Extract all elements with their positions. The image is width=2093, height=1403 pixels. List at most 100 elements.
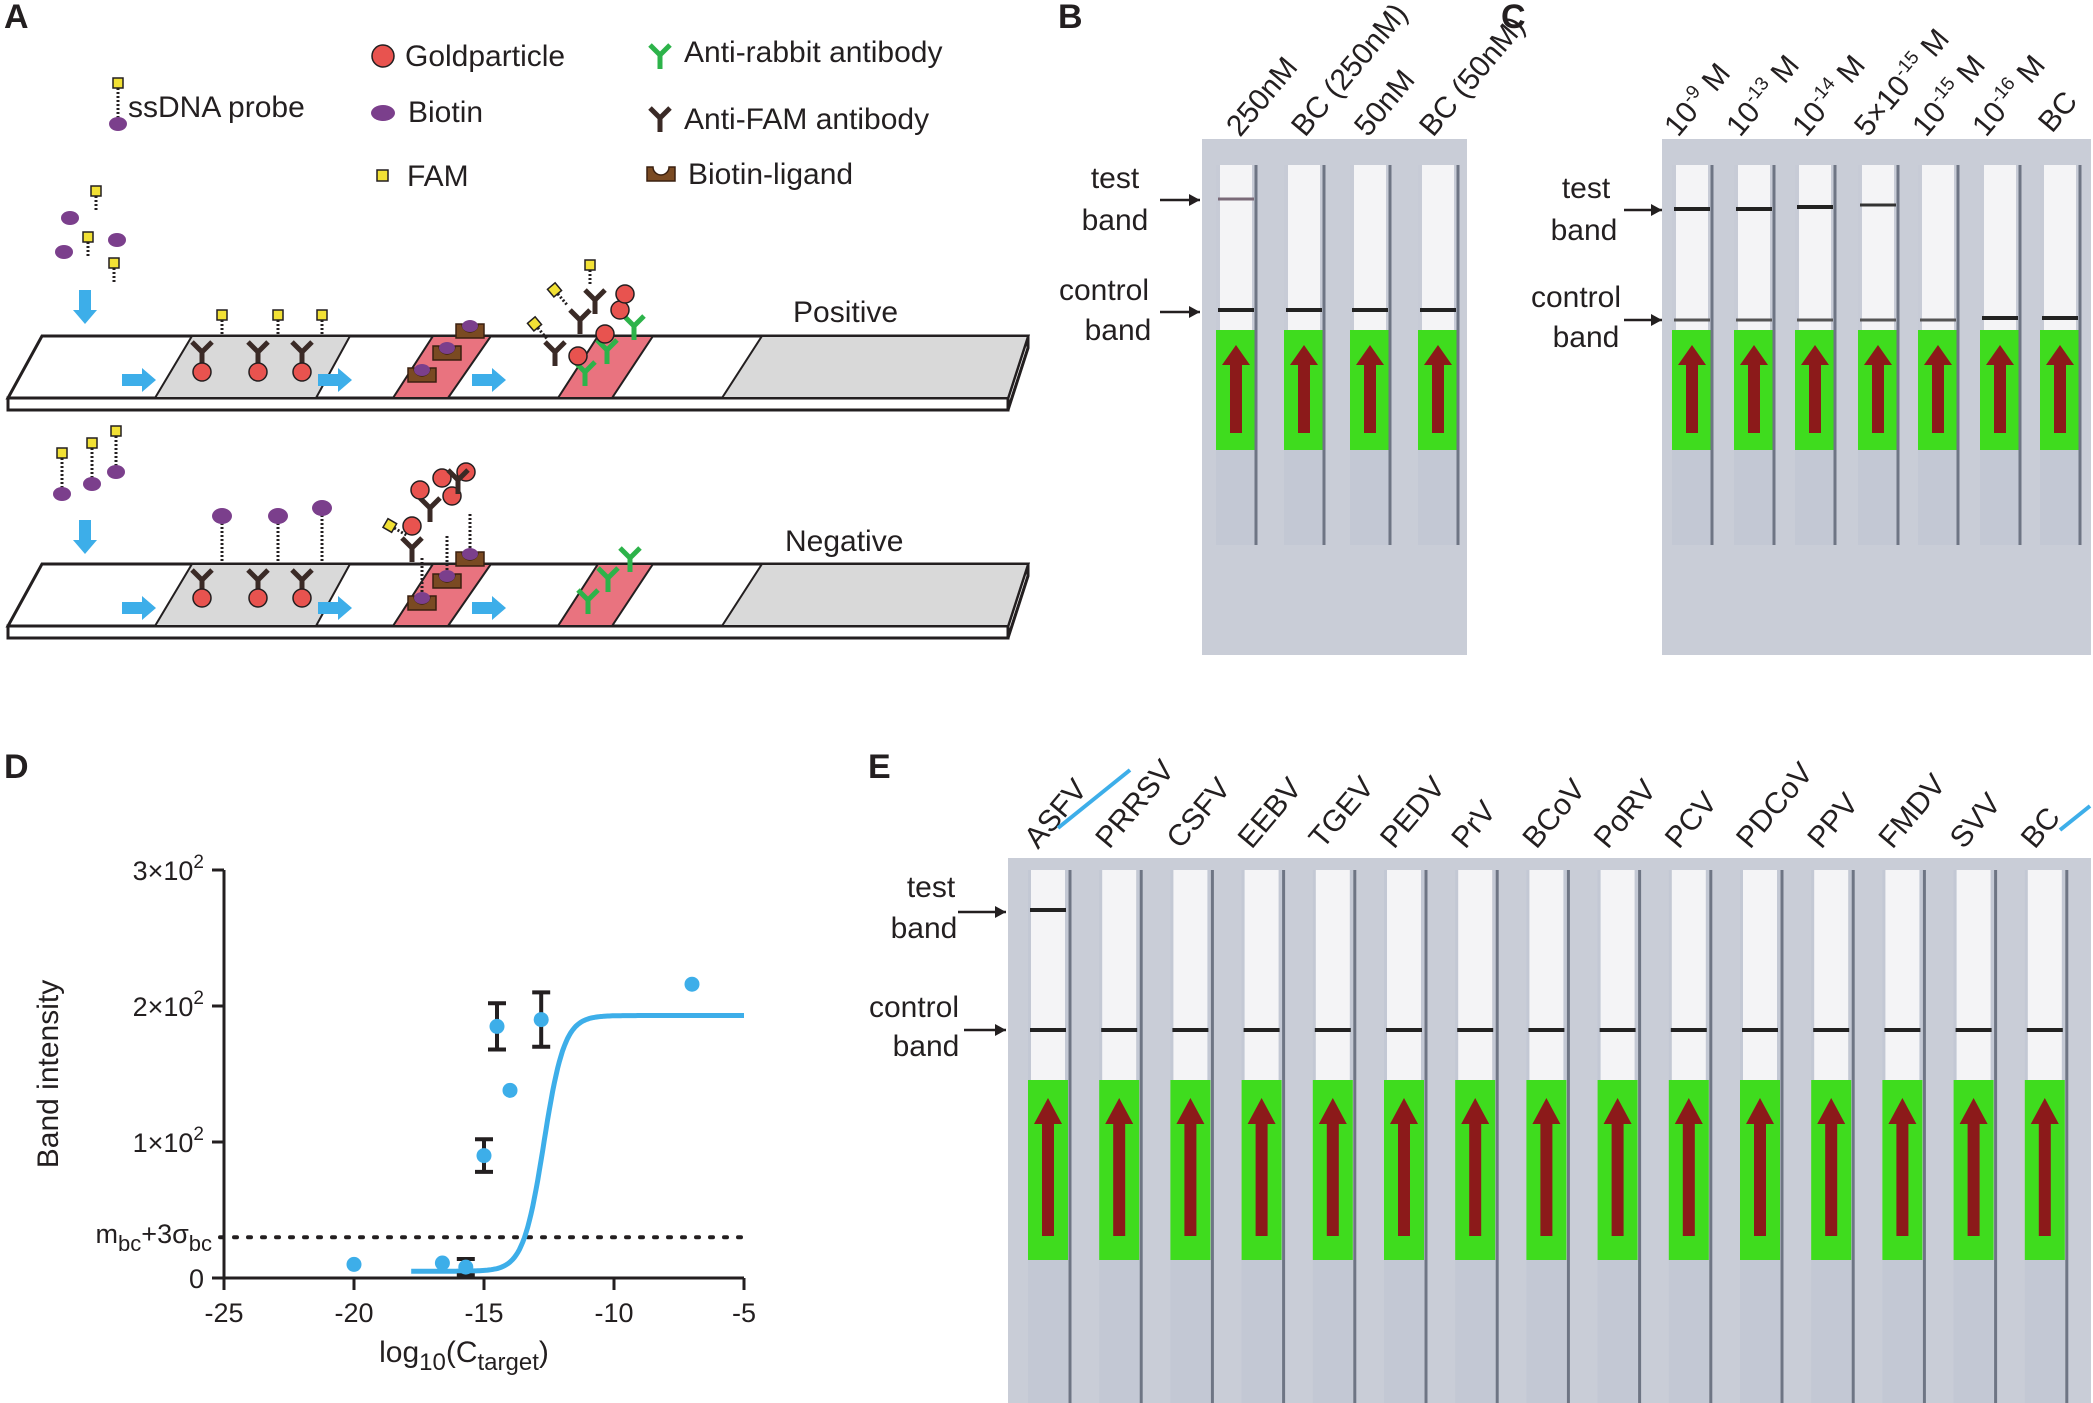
test-strip [1384,870,1428,1403]
fit-curve [411,1013,744,1274]
fam-icon [376,169,389,182]
negative-label: Negative [785,525,903,558]
x-tick-label: -5 [732,1298,756,1328]
data-point [502,1082,518,1098]
data-point [346,1256,362,1272]
test-strip [1597,870,1642,1403]
data-point [684,976,700,992]
x-tick-label: -15 [464,1298,503,1328]
test-strip [2024,870,2069,1403]
test-band-label: band [1551,214,1618,247]
panel-a-legend: ssDNA probe Goldparticle Biotin FAM Anti… [107,36,943,193]
control-band-label: band [1085,314,1152,347]
lane-label: PEDV [1374,771,1452,855]
control-band-label: band [1553,321,1620,354]
panel-c: C 10-9 M 10-13 M 10-14 M 5×10-15 M 10-15… [1501,0,2091,655]
test-strip [1526,870,1570,1403]
anti-fam-antibody-icon [650,108,670,132]
panel-e-strips [1028,870,2069,1403]
legend-biotin-ligand-label: Biotin-ligand [688,158,853,191]
lane-label: ASFV [1018,773,1094,854]
lane-label: SVV [1944,787,2008,854]
negative-strip: Negative [5,424,1031,640]
asfv-separator-line [1056,768,1132,830]
test-strip [1668,870,1713,1403]
y-tick-label: 3×102 [133,852,204,886]
data-point [533,1012,549,1028]
lane-label: BC [2015,801,2067,854]
lane-label: PoRV [1588,774,1663,855]
anti-rabbit-antibody-icon [650,45,670,69]
panel-label-c: C [1501,0,1526,36]
test-band-label: test [1562,172,1611,205]
test-band-label: test [907,871,956,904]
test-strip [1312,870,1357,1403]
lane-label: BCoV [1516,773,1592,854]
ssdna-probe-icon [107,76,129,133]
test-strip [1028,870,1072,1403]
test-strip [1882,870,1926,1403]
lane-label: PPV [1801,787,1865,854]
y-axis-label: Band intensity [32,980,65,1168]
lane-label: 250nM [1220,51,1304,142]
legend-ssdna-probe-label: ssDNA probe [128,91,305,124]
panel-label-e: E [868,748,891,786]
test-band-label: band [891,912,958,945]
lane-label: PCV [1659,786,1724,854]
biotin-ligand-icon [646,166,676,182]
lane-label: 10-13 M [1719,48,1806,143]
lane-label: PrV [1445,795,1502,855]
test-band-label: band [1082,204,1149,237]
test-strip [1740,870,1784,1403]
control-band-label: control [1531,281,1621,314]
panel-a: A ssDNA probe Goldparticle Biotin FAM An… [4,0,1031,640]
x-tick-label: -25 [204,1298,243,1328]
data-point [434,1255,450,1271]
control-band-label: control [1059,274,1149,307]
gold-particle-icon [371,44,395,68]
legend-goldparticle-label: Goldparticle [405,40,565,73]
panel-label-b: B [1058,0,1083,36]
data-point [476,1148,492,1164]
y-tick-label: 2×102 [133,988,204,1022]
panel-label-d: D [4,748,29,786]
legend-fam-label: FAM [407,160,469,193]
y-tick-label: 0 [189,1264,204,1294]
test-strip [1170,870,1214,1403]
legend-anti-fam-label: Anti-FAM antibody [684,103,929,136]
positive-strip: Positive [5,184,1031,412]
legend-anti-rabbit-label: Anti-rabbit antibody [684,36,943,69]
test-strip [1455,870,1499,1403]
y-tick-label: 1×102 [133,1124,204,1158]
lane-label: TGEV [1303,771,1381,855]
test-strip [1099,870,1143,1403]
legend-biotin-label: Biotin [408,96,483,129]
lane-label: BC [2032,85,2084,138]
data-point [489,1018,505,1034]
control-band-label: control [869,991,959,1024]
panel-label-a: A [4,0,29,36]
lane-label: PDCoV [1730,757,1820,855]
test-strip [1953,870,1998,1403]
x-tick-label: -20 [334,1298,373,1328]
x-axis-label: log10(Ctarget) [379,1336,549,1376]
data-point [458,1259,474,1275]
test-strip [1811,870,1855,1403]
test-strip [1241,870,1286,1403]
lane-label: 10-9 M [1657,56,1738,143]
control-band-label: band [893,1030,960,1063]
positive-label: Positive [793,296,898,329]
test-band-label: test [1091,162,1140,195]
lane-label: EEBV [1232,772,1309,855]
lane-label: FMDV [1872,768,1952,854]
bc-separator-line [2058,804,2092,832]
biotin-icon [371,105,395,121]
threshold-label: mbc+3σbc [96,1219,212,1256]
panel-b: B 250nM BC (250nM) 50nM BC (50nM) test b… [1058,0,1532,655]
x-tick-label: -10 [594,1298,633,1328]
